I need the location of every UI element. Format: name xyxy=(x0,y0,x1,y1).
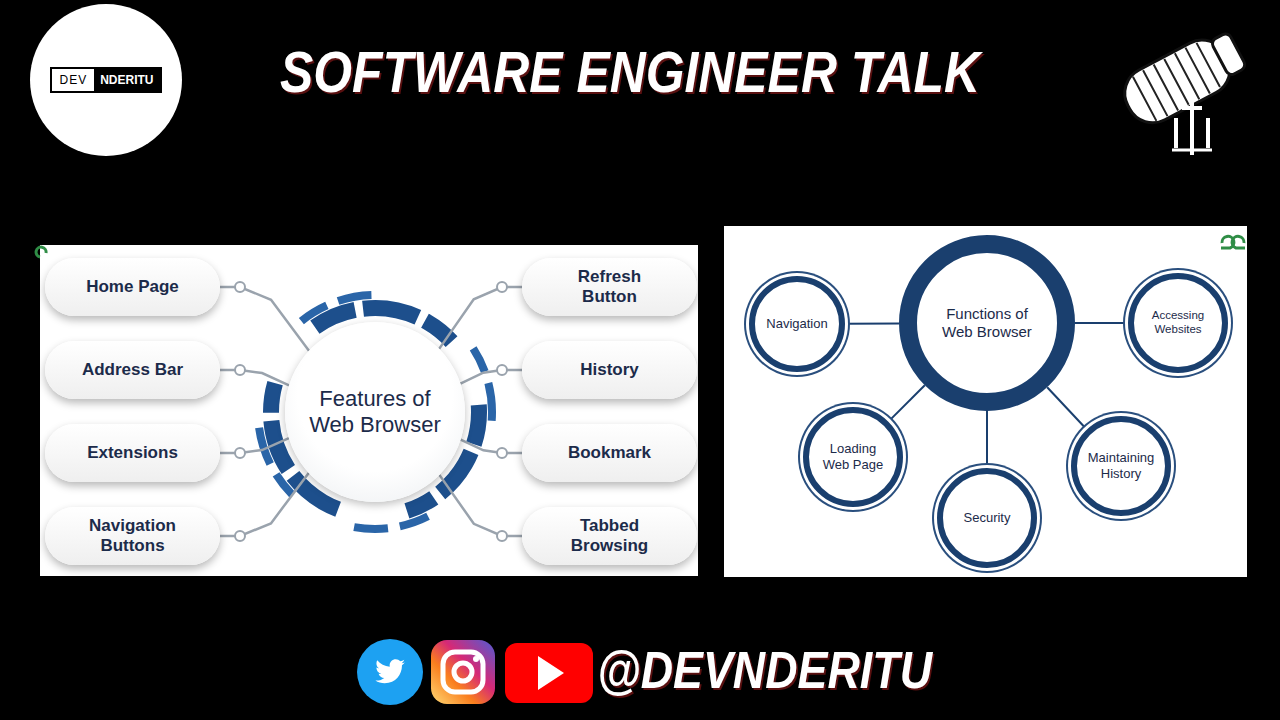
text-wrap: DEVNDERITU xyxy=(50,67,161,93)
social-handle: @DEVNDERITU xyxy=(597,640,932,700)
leader-dot xyxy=(497,365,507,375)
text-wrap: Loading Web Page xyxy=(817,441,889,472)
connector-line xyxy=(888,385,924,421)
text-wrap: Features of Web Browser xyxy=(300,386,450,439)
text-wrap: Accessing Websites xyxy=(1142,309,1214,337)
leader-dot xyxy=(235,282,245,292)
feature-pill: Address Bar xyxy=(45,341,220,399)
instagram-icon xyxy=(431,640,495,704)
hub-circle: Functions of Web Browser xyxy=(899,235,1075,411)
feature-pill: Home Page xyxy=(45,258,220,316)
node-text: Features of Web Browser xyxy=(300,386,450,439)
leader-line xyxy=(461,440,522,453)
text-wrap: Tabbed Browsing xyxy=(549,516,671,556)
leader-dot xyxy=(235,365,245,375)
leader-line xyxy=(439,475,522,536)
leader-dot xyxy=(497,531,507,541)
gfg-logo xyxy=(36,236,1245,257)
node-text: Navigation xyxy=(766,316,827,332)
leader-line xyxy=(220,287,309,351)
text-wrap: Refresh Button xyxy=(549,267,671,307)
function-circle: Maintaining History xyxy=(1071,416,1171,516)
microphone-illustration xyxy=(1116,25,1251,155)
feature-ring xyxy=(210,247,541,578)
node-text: Extensions xyxy=(87,443,178,463)
leader-line xyxy=(220,438,289,453)
node-text: Tabbed Browsing xyxy=(549,516,671,556)
feature-pill: Bookmark xyxy=(522,424,697,482)
page-title: SOFTWARE ENGINEER TALK xyxy=(280,38,980,105)
leader-dot xyxy=(497,448,507,458)
feature-pill: Extensions xyxy=(45,424,220,482)
leader-line xyxy=(220,473,309,536)
twitter-icon xyxy=(357,639,423,705)
leader-line xyxy=(220,370,289,385)
leader-line xyxy=(460,370,522,384)
text-wrap: Security xyxy=(964,510,1011,526)
leader-dot xyxy=(235,531,245,541)
leader-line xyxy=(439,287,522,349)
feature-pill: Navigation Buttons xyxy=(45,507,220,565)
text-wrap: Functions of Web Browser xyxy=(932,305,1042,341)
text-wrap: Address Bar xyxy=(82,360,183,380)
function-circle: Loading Web Page xyxy=(803,407,903,507)
node-text: Bookmark xyxy=(568,443,651,463)
logo-circle: DEVNDERITU xyxy=(30,4,182,156)
text-wrap: Maintaining History xyxy=(1085,450,1157,481)
text-wrap: Home Page xyxy=(86,277,179,297)
node-text: Refresh Button xyxy=(549,267,671,307)
connector-line xyxy=(1075,322,1128,324)
node-text: Home Page xyxy=(86,277,179,297)
text-wrap: History xyxy=(580,360,639,380)
feature-pill: History xyxy=(522,341,697,399)
text-wrap: Navigation Buttons xyxy=(72,516,194,556)
feature-pill: Refresh Button xyxy=(522,258,697,316)
feature-pill: Tabbed Browsing xyxy=(522,507,697,565)
node-text: NDERITU xyxy=(94,69,159,91)
function-circle: Navigation xyxy=(749,276,845,372)
text-wrap: Navigation xyxy=(766,316,827,332)
node-text: Loading Web Page xyxy=(817,441,889,472)
node-text: Security xyxy=(964,510,1011,526)
node-text: Navigation Buttons xyxy=(72,516,194,556)
text-wrap: Bookmark xyxy=(568,443,651,463)
node-text: Maintaining History xyxy=(1085,450,1157,481)
node-text: Accessing Websites xyxy=(1142,309,1214,337)
hub-circle: Features of Web Browser xyxy=(285,322,465,502)
function-circle: Accessing Websites xyxy=(1128,273,1228,373)
node-text: Functions of Web Browser xyxy=(932,305,1042,341)
leader-dot xyxy=(235,448,245,458)
node-text: History xyxy=(580,360,639,380)
youtube-icon xyxy=(505,643,593,703)
leader-dot xyxy=(497,282,507,292)
node-text: DEV xyxy=(52,69,94,91)
connector-line xyxy=(845,322,899,324)
connector-line xyxy=(1047,387,1087,429)
function-circle: Security xyxy=(937,468,1037,568)
connector-line xyxy=(986,411,988,468)
node-text: Address Bar xyxy=(82,360,183,380)
text-wrap: Extensions xyxy=(87,443,178,463)
